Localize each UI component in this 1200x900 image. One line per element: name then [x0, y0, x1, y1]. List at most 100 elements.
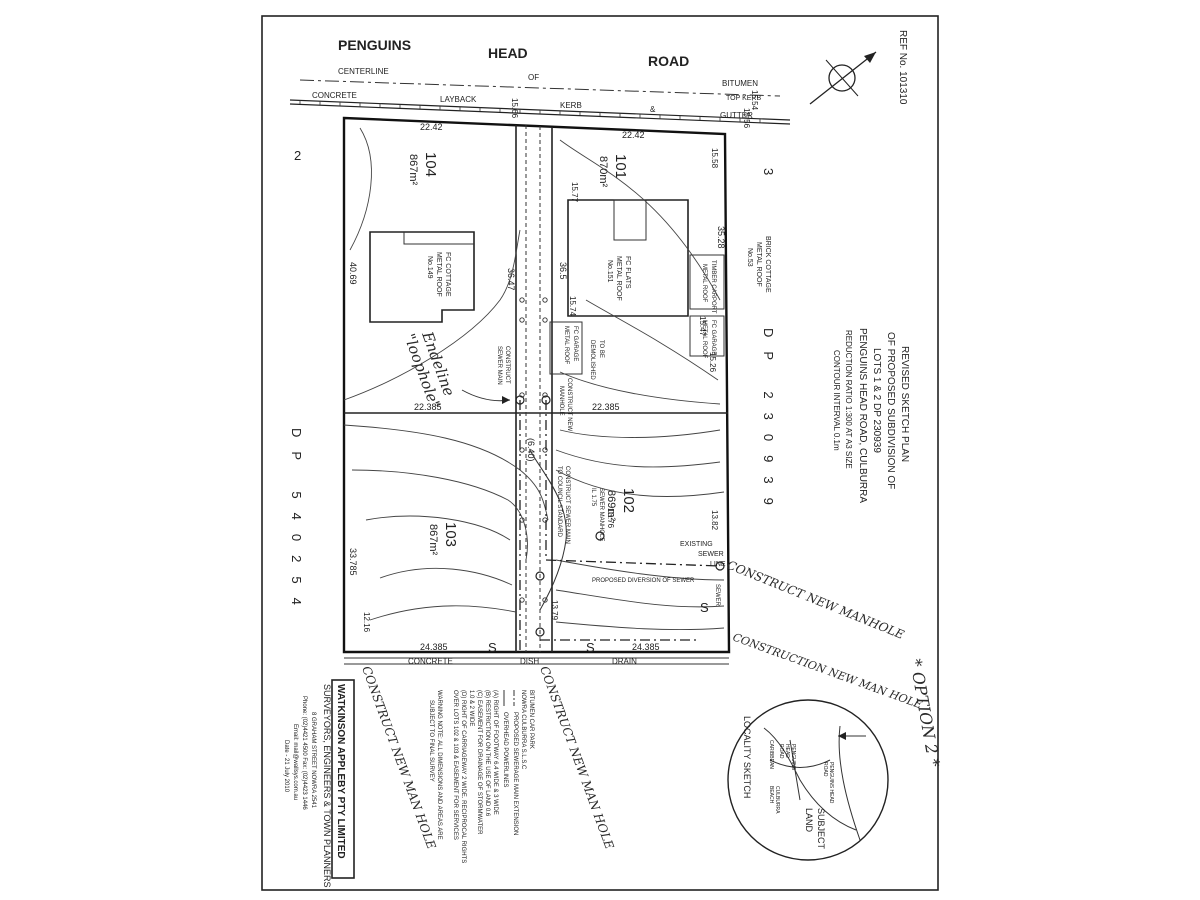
fc-garage-right-line-1: FC GARAGE — [710, 320, 716, 355]
fc-cottage-line-3: No.149 — [426, 256, 433, 279]
locality-label-1: CARIBBEAN — [768, 740, 774, 769]
drain-drain: DRAIN — [612, 657, 637, 666]
spot-level-9: 12.16 — [362, 612, 371, 633]
locality-subject-2: LAND — [804, 808, 814, 833]
handwritten-new-manhole-1: CONSTRUCT NEW MANHOLE — [725, 558, 906, 642]
neighbour-lot-3: 3 — [761, 168, 776, 175]
legend-note-4: SUBJECT TO FINAL SURVEY — [428, 700, 434, 782]
road-level-1: 15.66 — [510, 98, 519, 119]
legend-item-3: (C) EASEMENT FOR DRAINAGE OF STORMWATER — [476, 690, 482, 835]
north-arrow-icon — [809, 51, 877, 105]
road-name-road: ROAD — [648, 53, 689, 69]
timber-carport-outline — [689, 254, 725, 310]
road-level-2: 15.54 — [750, 90, 759, 111]
lot-labels: 104 867m² 101 870m² 102 869m² 103 867m² — [407, 152, 637, 556]
spot-level-4: 15.47 — [698, 316, 707, 337]
existing-sewer-3: LINE — [710, 561, 726, 568]
legend-item-5: (D) RIGHT OF CARRIAGEWAY 2 WIDE. RECIPRO… — [460, 690, 466, 863]
locality-label-2: PENGUINS — [790, 744, 796, 771]
brick-cottage-line-2: METAL ROOF — [755, 242, 762, 287]
firm-address: 8 GRAHAM STREET NOWRA 2541 — [310, 712, 316, 809]
sewer-network: S S S CONSTRUCT SEWER MAIN CONSTRUCT NEW… — [488, 346, 726, 655]
dim-front-left: 22.42 — [420, 122, 443, 132]
fc-flats-line-1: FC FLATS — [624, 256, 631, 289]
demolished-line-1: TO BE — [598, 340, 604, 358]
construct-new-manhole-1: CONSTRUCT NEW — [566, 378, 572, 432]
locality-label-7: PENGUINS HEAD — [828, 762, 834, 804]
construct-sewer-main-2: SEWER MAIN — [496, 346, 502, 385]
legend-sewer: PROPOSED SEWERAGE MAIN EXTENSION — [512, 712, 518, 835]
brick-cottage-line-3: No.53 — [746, 248, 753, 267]
title-line-2: OF PROPOSED SUBDIVISION OF — [885, 332, 896, 489]
neighbour-dp-left: DP 540254 — [289, 428, 304, 619]
sewer-s-3: S — [586, 640, 595, 655]
dim-side-mid-a: 36.47 — [506, 268, 516, 291]
legend-power: OVERHEAD POWERLINES — [502, 712, 508, 787]
spot-level-8: 13.79 — [550, 600, 559, 621]
legend: PROPOSED SEWERAGE MAIN EXTENSION OVERHEA… — [428, 690, 534, 863]
dim-mid-right: 22.385 — [592, 402, 620, 412]
kerb-word-gutter: GUTTER — [720, 111, 753, 120]
road-bitumen-label: BITUMEN — [722, 79, 758, 88]
title-line-1: REVISED SKETCH PLAN — [899, 346, 910, 462]
dim-lane-width: (6.40) — [526, 438, 536, 462]
legend-note-1: BITUMEN CAR PARK — [528, 690, 534, 749]
fc-cottage-outline — [369, 231, 475, 323]
drain-dish: DISH — [520, 657, 539, 666]
road-name-head: HEAD — [488, 45, 528, 61]
firm-date: Date - 21 July 2010 — [283, 740, 289, 793]
firm-tagline: SURVEYORS, ENGINEERS & TOWN PLANNERS — [322, 684, 332, 888]
firm-phone: Phone: (02)4421 4500 Fax: (02)4423 1446 — [301, 696, 307, 810]
legend-item-4: 1.0 & 2 WIDE — [468, 690, 474, 726]
road-name-penguins: PENGUINS — [338, 37, 411, 53]
sewer-s-1: S — [700, 600, 709, 615]
title-line-4: PENGUINS HEAD ROAD, CULBURRA — [857, 328, 868, 503]
fc-garage-left-outline — [549, 321, 583, 375]
title-line-3: LOTS 1 & 2 DP 230939 — [871, 348, 882, 453]
road-area: PENGUINS HEAD ROAD CENTERLINE OF BITUMEN… — [289, 37, 791, 129]
lot-103-number: 103 — [442, 522, 459, 547]
fc-garage-right-line-2: METAL ROOF — [701, 320, 707, 359]
locality-label-8: ROAD — [822, 762, 828, 777]
sewer-s-2: S — [488, 640, 497, 655]
spot-levels: 15.77 15.58 15.74 15.47 15.26 13.82 13.7… — [362, 148, 719, 633]
construct-to-council-1: CONSTRUCT SEWER MAIN — [564, 466, 570, 544]
neighbour-lot-2: 2 — [294, 148, 301, 163]
dim-rear-left: 24.385 — [420, 642, 448, 652]
sewer-manhole-1: SEWER MANHOLE — [598, 488, 604, 541]
locality-title: LOCALITY SKETCH — [742, 716, 752, 798]
kerb-word-concrete: CONCRETE — [312, 91, 357, 100]
lot-103-area: 867m² — [427, 524, 439, 556]
proposed-diversion-label: PROPOSED DIVERSION OF SEWER — [592, 578, 695, 584]
lot-boundaries — [342, 116, 731, 654]
road-centerline-label: CENTERLINE — [338, 67, 389, 76]
construct-sewer-main-1: CONSTRUCT — [504, 346, 510, 384]
kerb-word-layback: LAYBACK — [440, 95, 477, 104]
dim-side-lower: 33.785 — [348, 548, 358, 576]
fc-flats-line-2: METAL ROOF — [615, 256, 622, 301]
fc-garage-left-line-2: METAL ROOF — [563, 326, 569, 365]
handwritten-new-manhole-2: CONSTRUCTION NEW MAN HOLE — [731, 631, 924, 712]
spot-level-5: 15.26 — [708, 352, 717, 373]
existing-sewer-2: SEWER — [698, 551, 724, 558]
firm-email: Email: mail@wallsys.com.au — [292, 724, 298, 800]
timber-carport-line-2: METAL ROOF — [701, 264, 707, 303]
demolished-line-2: DEMOLISHED — [589, 340, 595, 380]
construct-to-council-2: TO COUNCIL STANDARD — [556, 466, 562, 538]
handwritten-new-manhole-4: CONSTRUCT NEW MAN HOLE — [537, 664, 616, 851]
fc-cottage-line-1: FC COTTAGE — [444, 252, 451, 297]
title-block: REVISED SKETCH PLAN OF PROPOSED SUBDIVIS… — [832, 328, 910, 503]
spot-level-6: 13.82 — [710, 510, 719, 531]
lot-104-number: 104 — [422, 152, 439, 177]
construct-new-manhole-2: MANHOLE — [558, 386, 564, 416]
spot-level-3: 15.74 — [568, 296, 577, 317]
firm-block: WATKINSON APPLEBY PTY LIMITED SURVEYORS,… — [283, 679, 355, 888]
kerb-word-and: & — [650, 105, 656, 114]
sheet-border — [261, 15, 939, 891]
reference-number: REF No. 101310 — [897, 30, 908, 105]
legend-item-1: (A) RIGHT OF FOOTWAY 6.4 WIDE & 3 WIDE — [492, 690, 498, 815]
road-of-label: OF — [528, 73, 539, 82]
kerb-word-kerb: KERB — [560, 101, 582, 110]
neighbour-labels: 2 3 DP 540254 DP 230939 BRICK COTTAGE ME… — [289, 148, 776, 619]
